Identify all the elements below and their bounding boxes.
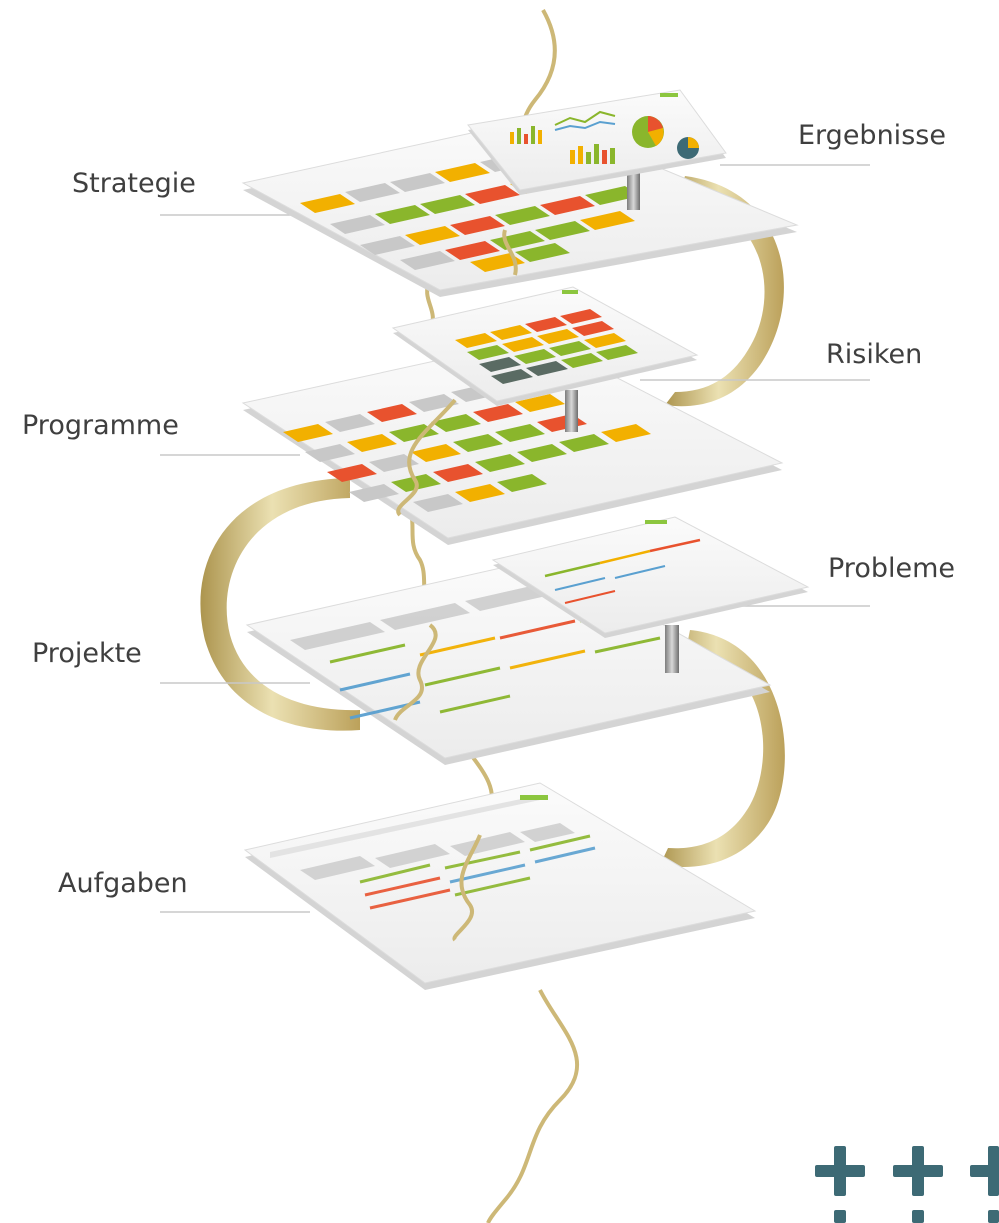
- plane-risiken: [391, 286, 699, 406]
- rod-risiken: [565, 390, 578, 432]
- label-probleme: Probleme: [828, 553, 955, 584]
- thread-front-1: [502, 229, 518, 276]
- thread-front-3: [393, 623, 438, 721]
- rod-ergebnisse: [627, 168, 640, 210]
- ribbon-loop-2: [200, 478, 360, 731]
- risiken-tile-grid: [455, 309, 638, 384]
- label-risiken: Risiken: [826, 339, 923, 370]
- thread-front-4: [452, 834, 482, 942]
- label-programme: Programme: [22, 410, 179, 441]
- thread-bottom: [486, 989, 580, 1223]
- plane-aufgaben: [243, 782, 757, 990]
- plus-logo: [815, 1146, 999, 1223]
- ergebnisse-charts: [510, 110, 699, 164]
- plane-programme: [241, 337, 784, 545]
- label-aufgaben: Aufgaben: [58, 868, 188, 899]
- plane-probleme: [491, 516, 810, 638]
- label-ergebnisse: Ergebnisse: [798, 120, 946, 151]
- rod-probleme: [665, 625, 679, 673]
- label-strategie: Strategie: [72, 168, 196, 199]
- plane-ergebnisse: [467, 89, 727, 195]
- thread-front-2: [396, 398, 457, 517]
- label-projekte: Projekte: [32, 638, 142, 669]
- programme-tile-grid: [283, 384, 651, 512]
- strategie-tile-grid: [300, 153, 640, 272]
- plane-strategie: [241, 117, 799, 297]
